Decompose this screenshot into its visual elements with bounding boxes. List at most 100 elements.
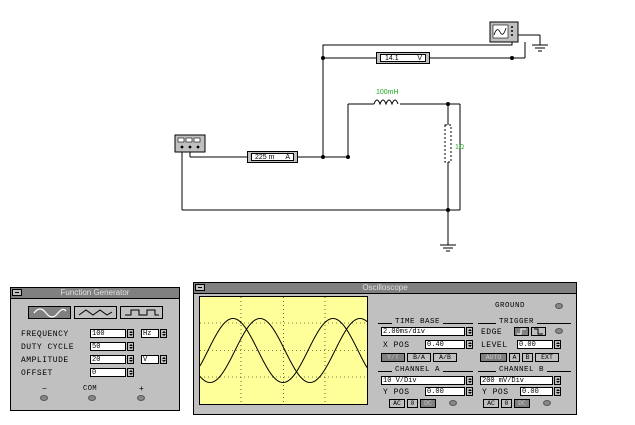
terminal-minus-label: − [42,385,48,394]
duty-cycle-label: DUTY CYCLE [21,343,75,352]
channel-a-ypos-spinner[interactable] [466,387,473,396]
voltmeter[interactable]: 14.1 V [376,52,430,64]
level-spinner[interactable] [554,340,561,349]
oscilloscope-screen [199,296,368,405]
ground-symbol-circuit [440,244,456,252]
function-generator-window: Function Generator FREQUENCY 100 Hz DUTY… [10,287,180,411]
level-label: LEVEL [481,341,508,350]
channel-b-ac-button[interactable]: AC [483,399,499,408]
channel-b-ypos-spinner[interactable] [554,387,561,396]
oscilloscope-traces [200,297,367,404]
function-generator-titlebar[interactable]: Function Generator [11,288,179,299]
voltmeter-unit: V [417,55,422,62]
duty-cycle-input[interactable]: 50 [90,342,126,351]
time-base-spinner[interactable] [466,327,473,336]
oscilloscope-titlebar[interactable]: Oscilloscope [194,283,576,294]
frequency-unit-spinner[interactable] [160,329,167,338]
ammeter-unit: A [285,154,290,161]
trigger-ext-button[interactable]: EXT [535,353,559,362]
channel-b-trace [200,317,367,384]
square-wave-icon [125,309,159,316]
time-base-header: TIME BASE [392,318,444,326]
channel-a-ypos-input[interactable]: 0.00 [425,387,465,396]
falling-edge-icon [534,328,543,335]
amplitude-label: AMPLITUDE [21,356,69,365]
ground-symbol-scope [532,44,548,52]
frequency-label: FREQUENCY [21,330,69,339]
edge-falling-button[interactable] [531,327,546,336]
rising-edge-icon [517,328,526,335]
channel-b-ypos-label: Y POS [482,388,509,397]
mode-ab-button[interactable]: A/B [433,353,457,362]
channel-a-dc-button[interactable]: DC [420,399,436,408]
edge-rising-button[interactable] [514,327,529,336]
channel-b-scale-input[interactable]: 200 mV/Div [480,376,553,385]
edge-label: EDGE [481,328,503,337]
amplitude-spinner[interactable] [127,355,134,364]
triangle-wave-icon [78,309,113,316]
function-generator-icon [174,134,206,153]
channel-b-terminal[interactable] [543,400,551,406]
trigger-b-button[interactable]: B [522,353,533,362]
ammeter-display: 225 m A [251,153,294,161]
channel-b-zero-button[interactable]: 0 [501,399,512,408]
waveform-triangle-button[interactable] [74,306,117,319]
waveform-square-button[interactable] [120,306,163,319]
frequency-spinner[interactable] [127,329,134,338]
offset-spinner[interactable] [127,368,134,377]
channel-a-scale-spinner[interactable] [466,376,473,385]
oscilloscope-icon [489,21,519,43]
voltmeter-reading: 14.1 [385,55,399,62]
channel-a-scale-input[interactable]: 10 V/Div [381,376,465,385]
resistor-label: 1Ω [455,144,465,151]
waveform-sine-button[interactable] [28,306,71,319]
amplitude-unit-select[interactable]: V [141,355,159,364]
time-base-input[interactable]: 2.00ms/div [381,327,465,336]
ground-terminal[interactable] [555,303,563,309]
terminal-com[interactable] [88,395,96,401]
inductor-label: 100mH [376,89,399,96]
ground-label: GROUND [495,302,526,310]
trigger-header: TRIGGER [496,318,538,326]
channel-a-trace [200,317,367,384]
voltmeter-display: 14.1 V [380,54,426,62]
frequency-unit-select[interactable]: Hz [141,329,159,338]
channel-b-dc-button[interactable]: DC [514,399,530,408]
sine-wave-icon [33,308,67,318]
channel-b-header: CHANNEL B [496,366,548,374]
system-menu-button[interactable] [12,289,22,296]
mode-ba-button[interactable]: B/A [407,353,431,362]
waveform-selector [28,306,163,320]
ammeter-reading: 225 m [255,154,275,161]
channel-a-ac-button[interactable]: AC [389,399,405,408]
amplitude-unit-spinner[interactable] [160,355,167,364]
terminal-plus-label: + [139,385,145,394]
amplitude-input[interactable]: 20 [90,355,126,364]
mode-yt-button[interactable]: Y/T [381,353,405,362]
oscilloscope-title: Oscilloscope [362,283,408,292]
system-menu-button[interactable] [195,284,205,291]
inductor-coil [373,99,399,106]
resistor [444,124,452,163]
level-input[interactable]: 0.00 [517,340,553,349]
trigger-a-button[interactable]: A [509,353,520,362]
frequency-input[interactable]: 100 [90,329,126,338]
trigger-auto-button[interactable]: AUTO [480,353,507,362]
circuit-schematic [174,21,548,252]
terminal-minus[interactable] [40,395,48,401]
channel-a-header: CHANNEL A [392,366,444,374]
channel-a-zero-button[interactable]: 0 [407,399,418,408]
duty-cycle-spinner[interactable] [127,342,134,351]
channel-a-terminal[interactable] [449,400,457,406]
x-pos-spinner[interactable] [466,340,473,349]
terminal-plus[interactable] [137,395,145,401]
trigger-terminal[interactable] [555,328,563,334]
ammeter[interactable]: 225 m A [247,151,298,163]
channel-b-ypos-input[interactable]: 0.00 [520,387,553,396]
oscilloscope-window: Oscilloscope GROUND TIME BASE 2.00ms/div… [193,282,577,415]
x-pos-label: X POS [383,341,410,350]
function-generator-title: Function Generator [60,288,130,297]
offset-input[interactable]: 0 [90,368,126,377]
channel-b-scale-spinner[interactable] [554,376,561,385]
x-pos-input[interactable]: 0.40 [425,340,465,349]
